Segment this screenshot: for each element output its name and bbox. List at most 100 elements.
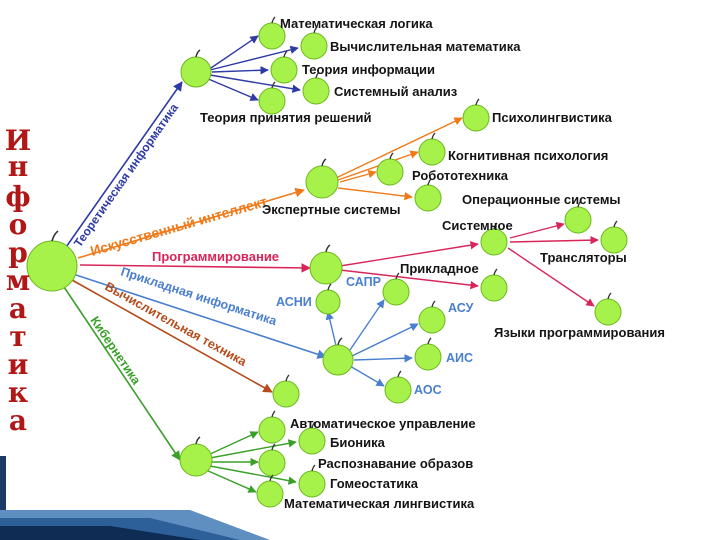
arrow-cybernetics bbox=[61, 283, 181, 461]
title-letter: ф bbox=[5, 180, 30, 213]
programming-sub-arrows bbox=[339, 221, 599, 307]
arrow-app-ais bbox=[353, 354, 413, 363]
theoretical-item: Математическая логика bbox=[280, 16, 433, 31]
apple-icon-ai bbox=[305, 158, 339, 199]
apple-icon-computing bbox=[272, 374, 300, 408]
arrow-app-aos bbox=[349, 365, 385, 387]
apple-icon-app-ais bbox=[414, 337, 442, 371]
cyber-items: Автоматическое управление Бионика Распоз… bbox=[284, 416, 476, 511]
apple-icon-app-asu bbox=[418, 300, 446, 334]
arrow-theo-4 bbox=[209, 74, 301, 93]
apple-icon-ai-2 bbox=[418, 132, 446, 166]
apple-icon-prog-translators bbox=[600, 220, 628, 254]
apple-icon-prog-applied bbox=[480, 268, 508, 302]
title-letter: а bbox=[9, 404, 27, 437]
vertical-title: И н ф о р м а т и к а bbox=[5, 124, 31, 437]
apple-icon-prog-system bbox=[480, 222, 508, 256]
apple-icon-theo-1 bbox=[258, 16, 286, 50]
arrow-applied bbox=[75, 274, 327, 359]
programming-items: Системное Прикладное Операционные систем… bbox=[400, 192, 665, 340]
apple-icon-theoretical bbox=[180, 49, 212, 88]
arrow-theo-5 bbox=[205, 77, 259, 101]
applied-item: АИС bbox=[446, 351, 473, 365]
cyber-item: Математическая лингвистика bbox=[284, 496, 475, 511]
prog-item-os: Операционные системы bbox=[462, 192, 621, 207]
arrow-prog-os bbox=[509, 221, 565, 239]
theoretical-item: Теория информации bbox=[302, 62, 435, 77]
arrow-app-asu bbox=[351, 323, 419, 357]
title-letter: н bbox=[8, 150, 29, 183]
apple-nodes bbox=[26, 16, 628, 508]
apple-icon-theo-2 bbox=[300, 26, 328, 60]
title-letter: о bbox=[9, 208, 28, 241]
apple-icon-app-asni bbox=[315, 283, 341, 315]
title-letter: р bbox=[8, 236, 28, 269]
apple-icon-ai-1 bbox=[462, 98, 490, 132]
apple-icon-prog-languages bbox=[594, 292, 622, 326]
prog-item-applied: Прикладное bbox=[400, 261, 479, 276]
title-letter: И bbox=[5, 124, 31, 157]
ai-item: Экспертные системы bbox=[262, 202, 400, 217]
ai-item: Психолингвистика bbox=[492, 110, 613, 125]
arrow-ai-3 bbox=[339, 169, 377, 183]
apple-icon-cyb-4 bbox=[298, 464, 326, 498]
apple-icon-theo-3 bbox=[270, 50, 298, 84]
branch-label-programming: Программирование bbox=[152, 249, 279, 264]
arrow-theoretical bbox=[63, 81, 183, 251]
apple-icon-theo-4 bbox=[302, 71, 330, 105]
arrow-theo-1 bbox=[207, 35, 259, 71]
arrow-ai-1 bbox=[335, 117, 463, 179]
arrow-cyb-2 bbox=[209, 439, 297, 459]
apple-icon-programming bbox=[309, 244, 343, 285]
applied-item: АСНИ bbox=[276, 295, 312, 309]
apple-icon-cyb-2 bbox=[298, 421, 326, 455]
apple-icon-cyb-5 bbox=[256, 474, 284, 508]
cyber-sub-arrows bbox=[205, 431, 297, 493]
applied-item: АОС bbox=[414, 383, 442, 397]
branch-label-cybernetics: Кибернетика bbox=[88, 314, 144, 388]
arrow-app-sapr bbox=[349, 299, 385, 351]
applied-item: АСУ bbox=[448, 301, 474, 315]
arrow-ai bbox=[77, 187, 305, 259]
cyber-item: Бионика bbox=[330, 435, 386, 450]
apple-icon-ai-4 bbox=[414, 178, 442, 212]
title-letter: м bbox=[6, 264, 30, 297]
arrow-prog-system bbox=[339, 241, 479, 267]
apple-icon-cybernetics bbox=[179, 436, 213, 477]
apple-icon-app-sapr bbox=[382, 272, 410, 306]
arrow-prog-applied bbox=[339, 269, 479, 290]
arrow-prog-languages bbox=[507, 247, 595, 307]
ai-items: Психолингвистика Когнитивная психология … bbox=[262, 110, 613, 217]
applied-items: АСНИ САПР АСУ АИС АОС bbox=[276, 275, 474, 397]
apple-icon-root bbox=[26, 230, 78, 292]
title-letter: и bbox=[8, 348, 29, 381]
arrow-prog-translators bbox=[509, 235, 599, 245]
title-letter: а bbox=[9, 292, 27, 325]
main-branch-arrows bbox=[61, 81, 327, 461]
prog-item-languages: Языки программирования bbox=[494, 325, 665, 340]
ai-item: Когнитивная психология bbox=[448, 148, 608, 163]
theoretical-item: Вычислительная математика bbox=[330, 39, 521, 54]
apple-icon-prog-os bbox=[564, 200, 592, 234]
arrow-theo-2 bbox=[209, 45, 299, 71]
title-letter: к bbox=[8, 376, 28, 409]
cyber-item: Распознавание образов bbox=[318, 456, 473, 471]
arrow-cyb-1 bbox=[207, 431, 259, 456]
apple-icon-theo-5 bbox=[258, 81, 286, 115]
apple-icon-app-aos bbox=[384, 370, 412, 404]
cyber-item: Автоматическое управление bbox=[290, 416, 476, 431]
cyber-item: Гомеостатика bbox=[330, 476, 419, 491]
theoretical-items: Математическая логика Вычислительная мат… bbox=[200, 16, 521, 125]
title-letter: т bbox=[9, 320, 26, 353]
prog-item-system: Системное bbox=[442, 218, 513, 233]
apple-icon-cyb-1 bbox=[258, 410, 286, 444]
applied-item: САПР bbox=[346, 275, 381, 289]
ai-item: Робототехника bbox=[412, 168, 509, 183]
arrow-ai-4 bbox=[337, 187, 413, 201]
apple-icon-applied bbox=[322, 337, 354, 376]
arrow-cyb-5 bbox=[205, 469, 257, 493]
theoretical-item: Теория принятия решений bbox=[200, 110, 371, 125]
apple-icon-ai-3 bbox=[376, 152, 404, 186]
prog-item-translators: Трансляторы bbox=[540, 250, 627, 265]
